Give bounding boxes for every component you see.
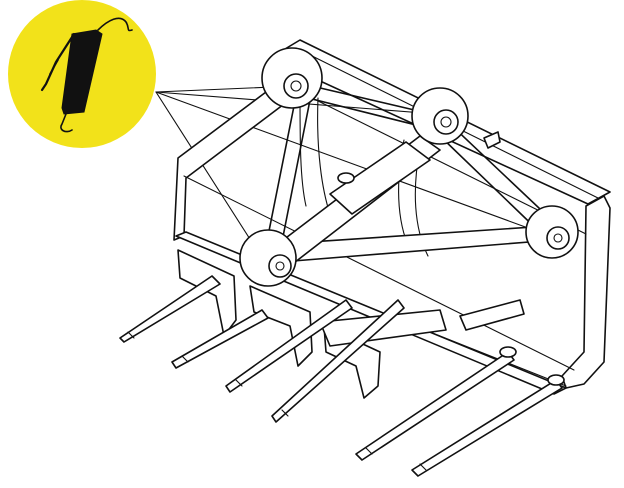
lubrication-point-4 — [239, 229, 297, 287]
lubrication-point-1 — [261, 47, 323, 109]
grease-gun-badge — [8, 0, 156, 148]
tines — [119, 275, 565, 477]
bracket — [483, 131, 501, 149]
tine-1 — [119, 275, 221, 343]
grease-gun-icon — [40, 17, 133, 133]
tine-4 — [271, 299, 405, 423]
tine-5 — [355, 351, 515, 461]
leader-lines — [155, 85, 551, 259]
tine-6 — [411, 379, 563, 477]
lubrication-point-3 — [525, 205, 579, 259]
lubrication-point-2 — [411, 87, 469, 145]
tine-3 — [225, 299, 353, 393]
hydraulic-cylinder — [269, 135, 441, 267]
tine-2 — [171, 309, 269, 369]
